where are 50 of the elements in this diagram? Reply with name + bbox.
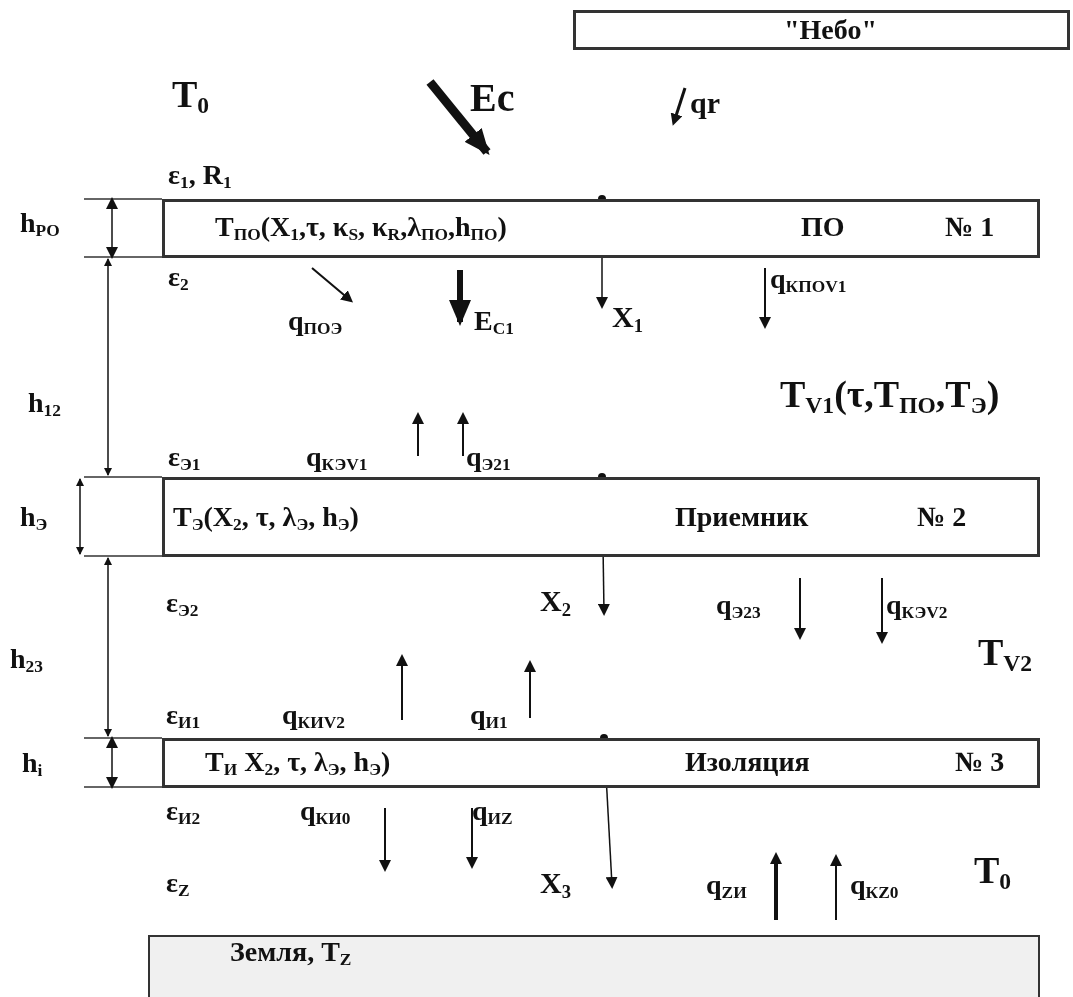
flux-label: q$_{Э21}$ [466,442,511,475]
emissivity-label: ε$_{И2}$ [166,796,201,829]
flux-label: q$_{КЭV2}$ [886,590,948,623]
layer-formula: T$_{ПО}$(X$_{1}$,τ, κ$_{S}$, κ$_{R}$,λ$_{ПО}$,h$_{ПО}$) [215,212,507,245]
flux-label: q$_{КИV2}$ [282,700,345,733]
flux-label: q$_{ZИ}$ [706,870,747,903]
flux-label: q$_{КИ0}$ [300,796,351,829]
layer-name: Изоляция [685,747,810,778]
temperature-label: T$_{0}$ [974,850,1012,895]
temperature-label: T$_{V1}$(τ,T$_{ПО}$,T$_{Э}$) [780,374,1000,419]
flux-label: q$_{И1}$ [470,700,508,733]
dimension-label: h$_{PO}$ [20,208,60,241]
layer-number: № 3 [955,747,1005,778]
emissivity-label: ε$_{2}$ [168,262,189,295]
temperature-label: T$_{0}$ [172,74,210,119]
emissivity-label: ε$_{Z}$ [166,868,190,901]
dimension-label: h$_{Э}$ [20,502,48,535]
layer-box [162,199,1040,258]
layer-name: Приемник [675,502,809,533]
temperature-label: T$_{V2}$ [978,632,1033,677]
flux-label: q$_{КПОV1}$ [770,264,847,297]
layer-formula: T$_{Э}$(X$_{2}$, τ, λ$_{Э}$, h$_{Э}$) [173,502,359,535]
layer-box [162,738,1040,788]
ground-label: Земля, T$_{Z}$ [230,937,352,970]
coordinate-label: X$_{2}$ [540,584,571,621]
layer-name: ПО [801,212,845,243]
dimension-label: h$_{12}$ [28,388,61,421]
sky-box [573,10,1070,50]
dimension-label: h$_{23}$ [10,644,43,677]
ground-box [148,935,1040,997]
radiation-label: Ec [470,76,515,120]
flux-label: q$_{КЭV1}$ [306,442,368,475]
coordinate-label: X$_{1}$ [612,300,643,337]
flux-label: q$_{ПОЭ}$ [288,306,343,339]
flux-label: q$_{КZ0}$ [850,870,899,903]
layer-box [162,477,1040,557]
emissivity-label: ε$_{Э1}$ [168,442,201,475]
layer-number: № 2 [917,502,967,533]
flux-label: E$_{C1}$ [474,306,514,339]
layer-formula: T$_{И}$ X$_{2}$, τ, λ$_{Э}$, h$_{Э}$) [205,747,391,780]
flux-label: qr [690,86,720,119]
flux-label: q$_{ИZ}$ [472,796,513,829]
sky-label: "Небо" [784,15,877,46]
emissivity-label: ε$_{1}$, R$_{1}$ [168,160,232,193]
dimension-label: h$_{i}$ [22,748,43,781]
flux-label: q$_{Э23}$ [716,590,761,623]
emissivity-label: ε$_{И1}$ [166,700,201,733]
coordinate-label: X$_{3}$ [540,866,571,903]
layer-number: № 1 [945,212,995,243]
emissivity-label: ε$_{Э2}$ [166,588,199,621]
